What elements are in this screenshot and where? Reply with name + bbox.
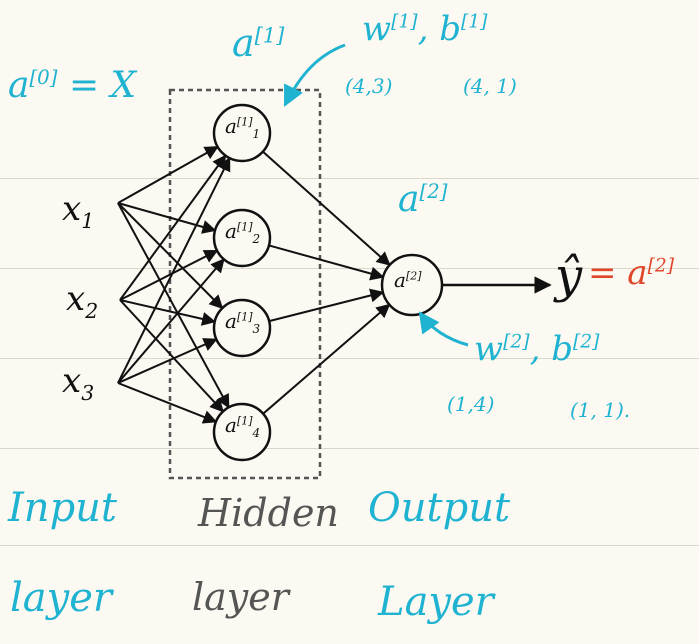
hidden-node-2 [212,208,272,268]
ruled-line [0,545,699,546]
hidden-layer-caption: Hidden [198,491,339,535]
w2-b2-label: w[2], b[2] [474,329,600,369]
edge-a4-out [262,303,391,415]
layer0-label: a[0] = X [8,65,137,106]
hidden-layer-box [168,88,322,480]
hidden-node-3 [212,298,272,358]
edge-x1-a1 [117,145,219,204]
layer2-label: a[2] [398,179,448,220]
yhat-symbol: ŷ [555,248,583,304]
input-layer-caption: Input [8,485,118,531]
edge-x1-a3 [117,202,224,310]
ruled-line [0,178,699,179]
edge-x1-a4 [117,202,230,409]
layer1-label: a[1] [232,21,285,65]
hidden-node-1 [212,103,272,163]
ruled-line [0,358,699,359]
edge-x2-a1 [119,154,227,301]
edge-x3-a4 [117,382,218,424]
edge-x3-a3 [117,338,218,384]
edge-x3-a2 [117,258,225,384]
ruled-line [0,448,699,449]
yhat-equation: = a[2] [588,253,675,293]
hidden-node-2-label: a[1]2 [225,219,261,246]
b2-shape: (1, 1). [570,398,631,422]
input-x2: x2 [66,279,99,323]
output-layer-caption: Output [368,485,511,531]
edge-a2-out [268,244,385,281]
input-x3: x3 [62,361,95,405]
annotation-arrow-output [418,311,469,347]
input-x1: x1 [62,189,95,233]
annotation-arrow-hidden [283,43,346,107]
edge-x2-a3 [119,299,217,326]
edge-a1-out [262,150,391,266]
edge-x3-a1 [117,156,231,384]
hidden-node-3-label: a[1]3 [225,309,261,336]
w1-shape: (4,3) [345,74,393,98]
edge-x1-a2 [117,202,217,234]
w1-b1-label: w[1], b[1] [362,9,488,49]
hidden-layer-caption-2: layer [192,575,289,619]
edge-x2-a4 [119,299,224,413]
connections [117,145,391,424]
edge-a3-out [268,288,385,323]
input-layer-caption-2: layer [10,575,113,621]
hidden-node-1-label: a[1]1 [225,114,261,141]
output-node-label: a[2] [394,268,422,292]
hidden-node-4-label: a[1]4 [225,413,261,440]
b1-shape: (4, 1) [463,74,517,98]
w2-shape: (1,4) [447,392,495,416]
output-layer-caption-2: Layer [378,579,494,625]
hidden-node-4 [212,402,272,462]
edge-x2-a2 [119,249,219,301]
